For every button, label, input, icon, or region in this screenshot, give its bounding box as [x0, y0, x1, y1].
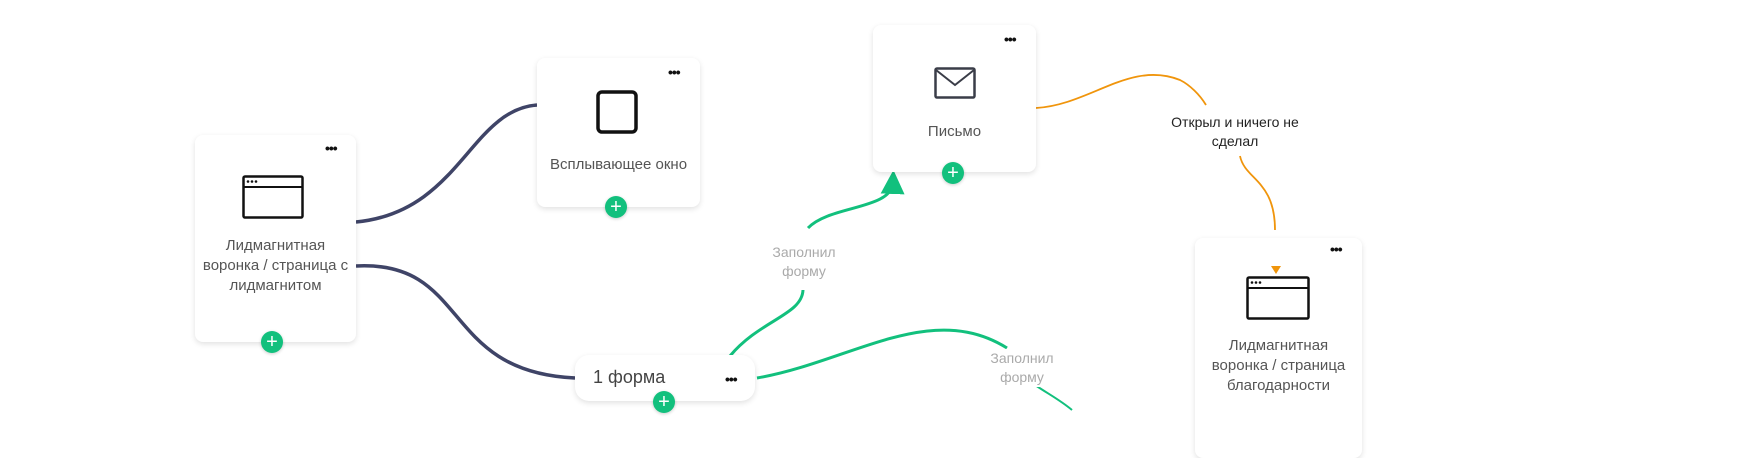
node-popup[interactable]: Всплывающее окно: [537, 58, 700, 207]
link-form-right-a: [756, 328, 1008, 380]
arrow-down-icon: [1271, 266, 1281, 274]
more-options-icon[interactable]: [725, 374, 737, 384]
link-landing-form: [355, 264, 576, 380]
more-options-icon[interactable]: [325, 143, 337, 153]
node-landing[interactable]: Лидмагнитная воронка / страница с лидмаг…: [195, 135, 356, 342]
browser-window-icon: [1246, 276, 1310, 320]
node-label: Всплывающее окно: [549, 156, 688, 173]
browser-window-icon: [242, 175, 304, 219]
link-email-thanks-a: [1035, 74, 1207, 109]
edge-label-opened-no-action: Открыл и ничего не сделал: [1170, 113, 1300, 151]
link-landing-popup: [355, 103, 538, 224]
connections: [355, 74, 1276, 411]
link-form-email-b: [806, 170, 905, 230]
add-step-button[interactable]: +: [942, 162, 964, 184]
add-step-button[interactable]: +: [261, 331, 283, 353]
node-label: Письмо: [927, 123, 982, 140]
node-label: 1 форма: [593, 367, 666, 387]
link-form-email-a: [728, 289, 805, 357]
node-label: Лидмагнитная воронка / страница благодар…: [1211, 337, 1346, 394]
add-step-button[interactable]: +: [605, 196, 627, 218]
link-email-thanks-b: [1239, 155, 1276, 231]
node-thanks[interactable]: Лидмагнитная воронка / страница благодар…: [1195, 238, 1362, 458]
node-label: Лидмагнитная воронка / страница с лидмаг…: [202, 237, 349, 294]
more-options-icon[interactable]: [1004, 34, 1016, 44]
add-step-button[interactable]: +: [653, 391, 675, 413]
square-icon: [596, 90, 638, 134]
link-form-right-b: [1034, 384, 1073, 411]
more-options-icon[interactable]: [1330, 244, 1342, 254]
more-options-icon[interactable]: [668, 67, 680, 77]
edge-label-filled-form: Заполнил форму: [760, 243, 848, 281]
edge-label-filled-form: Заполнил форму: [978, 349, 1066, 387]
node-email[interactable]: Письмо: [873, 25, 1036, 172]
envelope-icon: [934, 67, 976, 99]
